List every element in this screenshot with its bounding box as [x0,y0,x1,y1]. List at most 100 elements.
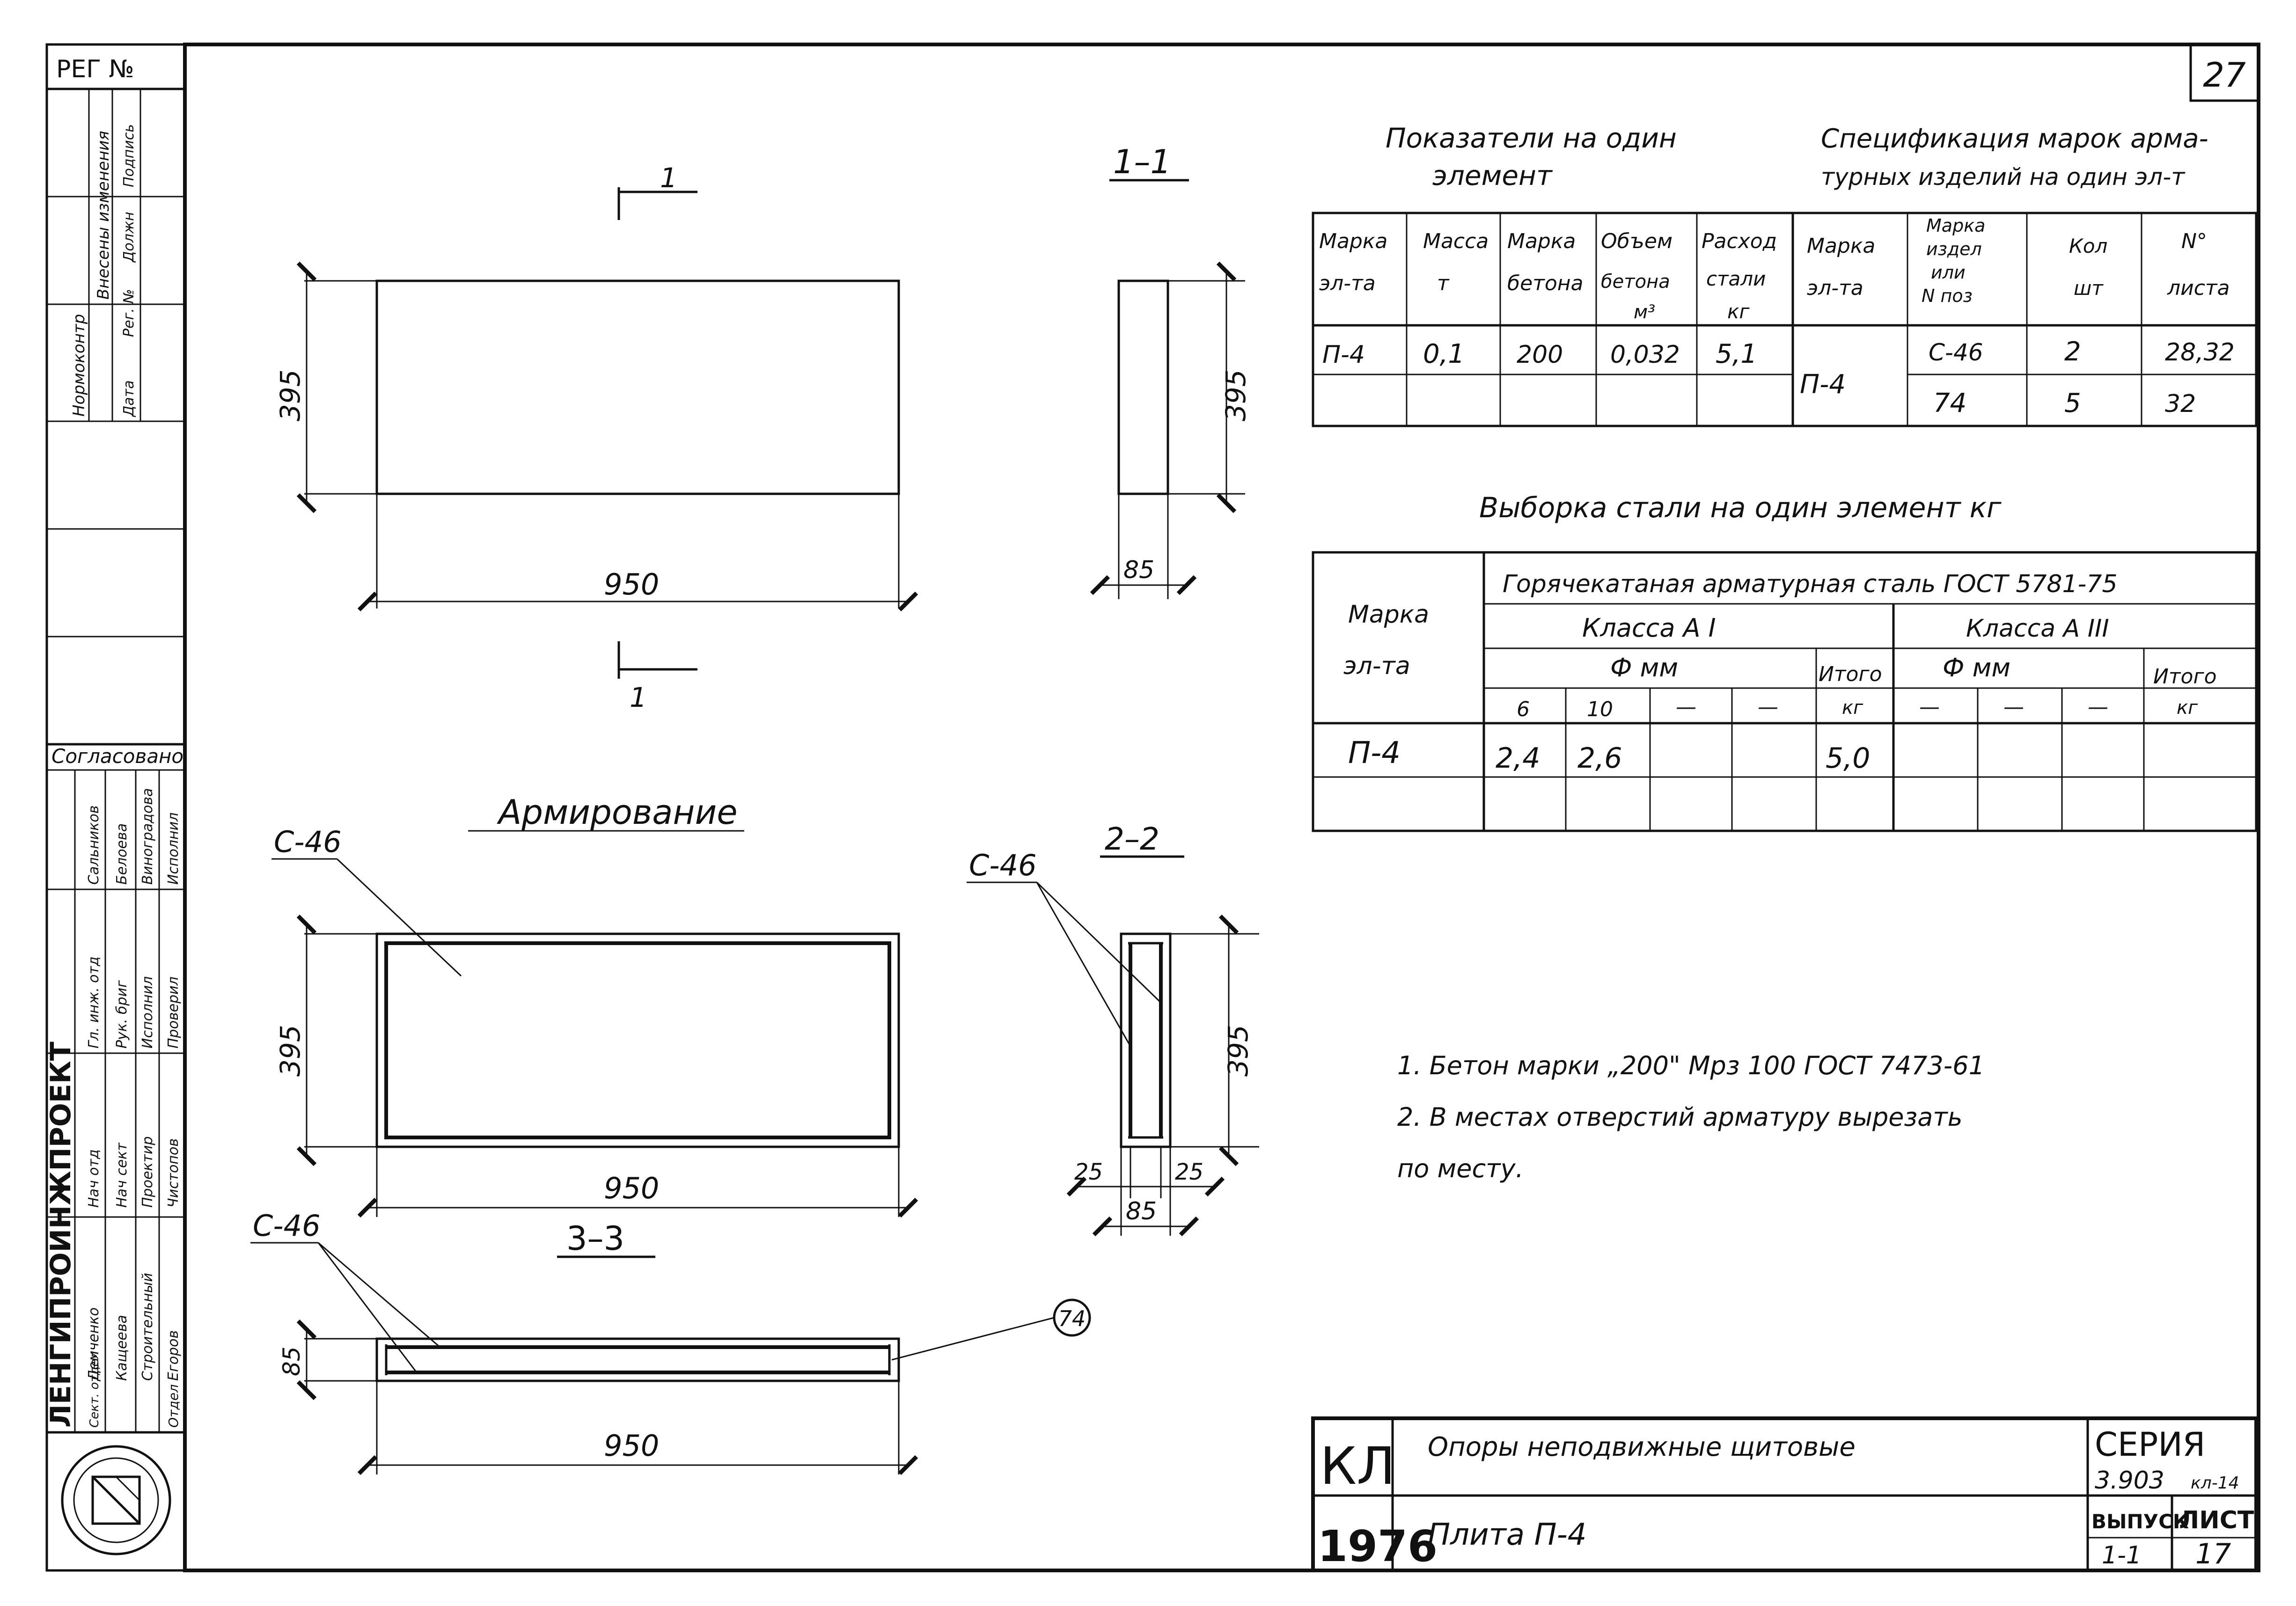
stamp-name-5: Сальников [86,806,102,885]
plan-dim-height: 395 [274,369,306,421]
stamp-role-6: Исполнил [139,976,156,1049]
issue-label: ВЫПУСК [2091,1510,2189,1533]
stamp-vertical-label-4: Должн [121,212,137,263]
stamp-vertical-label-3: Рег. № [121,289,137,337]
stamp-role-1: Нач отд [86,1149,102,1208]
title-year: 1976 [1318,1521,1438,1571]
title-code: КЛ [1320,1436,1395,1496]
spec-h-mark-1: Марка [1807,234,1875,258]
ind-h-volume-1: Объем [1601,229,1672,253]
steel-diam-10: 10 [1587,697,1613,721]
ind-h-mass-1: Масса [1423,229,1489,253]
side-stamp: РЕГ № Внесены изменения Дата Рег. № Долж… [44,43,186,1572]
item-74-label: 74 [1058,1306,1086,1331]
title-sub: Плита П-4 [1428,1518,1586,1552]
steel-h-unit-a1: кг [1842,697,1863,719]
steel-diam-a3-1: — [1919,695,1940,719]
note-3: по месту. [1397,1154,1524,1183]
series-suffix: кл-14 [2191,1474,2239,1493]
section-1-view: 1–1 395 85 [1090,143,1252,599]
section-3-view: 3–3 С-46 74 85 950 [250,1209,1091,1475]
stamp-role-7: Проверил [165,976,182,1049]
ind-row-volume: 0,032 [1610,341,1680,369]
stamp-name-2: Кащеева [114,1315,130,1381]
steel-row-d10: 2,6 [1577,742,1622,775]
steel-h-total-a3: Итого [2153,665,2217,689]
stamp-agreed: Согласовано [51,745,183,768]
stamp-vertical-label-1: Внесены изменения [94,131,113,300]
section-1-dim-width: 85 [1123,556,1154,584]
steel-table: Выборка стали на один элемент кг Марка э… [1312,491,2258,832]
section-1-title: 1–1 [1113,143,1171,181]
plan-view: 1 1 395 950 [274,162,918,713]
stamp-role-5: Проектир [139,1136,156,1208]
ind-row-mark: П-4 [1322,341,1365,369]
title-block: КЛ 1976 Опоры неподвижные щитовые Плита … [1311,1416,2258,1572]
spec-h-mark-2: эл-та [1807,276,1863,300]
note-2: 2. В местах отверстий арматуру вырезать [1397,1102,1963,1132]
steel-title: Выборка стали на один элемент кг [1479,491,2002,524]
section-3-mark: С-46 [253,1209,321,1243]
section-3-dim-height: 85 [278,1346,305,1376]
stamp-name-3: Строительный [139,1273,156,1381]
spec-row-1-item: С-46 [1929,339,1983,366]
ind-h-mark-2: эл-та [1319,271,1376,295]
spec-h-item-4: N поз [1922,286,1973,306]
indicators-title-1: Показатели на один [1386,122,1677,154]
stamp-name-1: Демченко [86,1307,102,1382]
stamp-name-8: Исполнил [165,813,182,885]
ind-h-steel-2: стали [1706,267,1766,290]
ind-row-mass: 0,1 [1423,339,1465,369]
spec-h-qty-2: шт [2074,277,2104,300]
series-label: СЕРИЯ [2095,1425,2205,1464]
spec-table: Спецификация марок арма- турных изделий … [1791,124,2258,427]
steel-h-diam-a1: Ф мм [1610,653,1678,682]
spec-h-qty-1: Кол [2069,235,2107,257]
page-number-box [2189,43,2260,102]
spec-row-1-sheet: 28,32 [2165,338,2235,367]
section-2-dim-height: 395 [1222,1025,1254,1077]
spec-h-sheet-1: N° [2181,229,2207,253]
sheet-label: ЛИСТ [2179,1506,2254,1534]
ind-h-concrete-1: Марка [1507,229,1576,253]
steel-row-d6: 2,4 [1496,742,1540,775]
steel-h-mark-1: Марка [1348,601,1429,629]
steel-h-class-a1: Класса А I [1582,613,1716,643]
reinforcement-title: Армирование [497,792,738,832]
plan-dim-width: 950 [604,567,659,601]
spec-title-2: турных изделий на один эл-т [1821,163,2186,191]
org-logo [61,1445,171,1555]
reinforcement-mark: С-46 [274,825,342,859]
steel-diam-a1-3: — [1676,695,1696,719]
spec-title-1: Спецификация марок арма- [1821,124,2208,154]
note-1: 1. Бетон марки „200" Мрз 100 ГОСТ 7473-6… [1397,1051,1985,1080]
stamp-vertical-label-2: Дата [121,380,137,418]
notes: 1. Бетон марки „200" Мрз 100 ГОСТ 7473-6… [1397,1051,1985,1183]
section-1-dim-height: 395 [1220,369,1252,421]
issue-value: 1-1 [2102,1541,2142,1569]
title-main: Опоры неподвижные щитовые [1428,1432,1856,1462]
sheet-value: 17 [2195,1538,2231,1570]
steel-diam-a1-4: — [1758,695,1778,719]
spec-h-item-1: Марка [1926,215,1985,236]
reg-label: РЕГ № [56,55,134,83]
steel-row-mark: П-4 [1348,736,1401,770]
ind-h-steel-1: Расход [1702,229,1777,253]
reinforcement-mesh [384,941,891,1139]
section-1-outline [1117,279,1169,495]
stamp-name-6: Белоева [114,823,130,885]
stamp-role-2: Гл. инж. отд [86,956,102,1049]
section-2-dim-width: 85 [1126,1197,1157,1225]
ind-h-mark-1: Марка [1319,229,1387,253]
ind-row-concrete: 200 [1517,341,1563,369]
steel-row-total: 5,0 [1826,742,1870,775]
spec-row-2-sheet: 32 [2165,390,2196,418]
spec-h-item-2: издел [1926,239,1982,259]
stamp-role-4: Рук. бриг [114,980,130,1049]
spec-row-2-qty: 5 [2064,388,2081,418]
ind-row-steel: 5,1 [1716,339,1757,369]
plan-outline [375,279,900,495]
stamp-dept-2: Сект. отдел [88,1351,102,1428]
stamp-vertical-label-5: Подпись [121,124,137,187]
